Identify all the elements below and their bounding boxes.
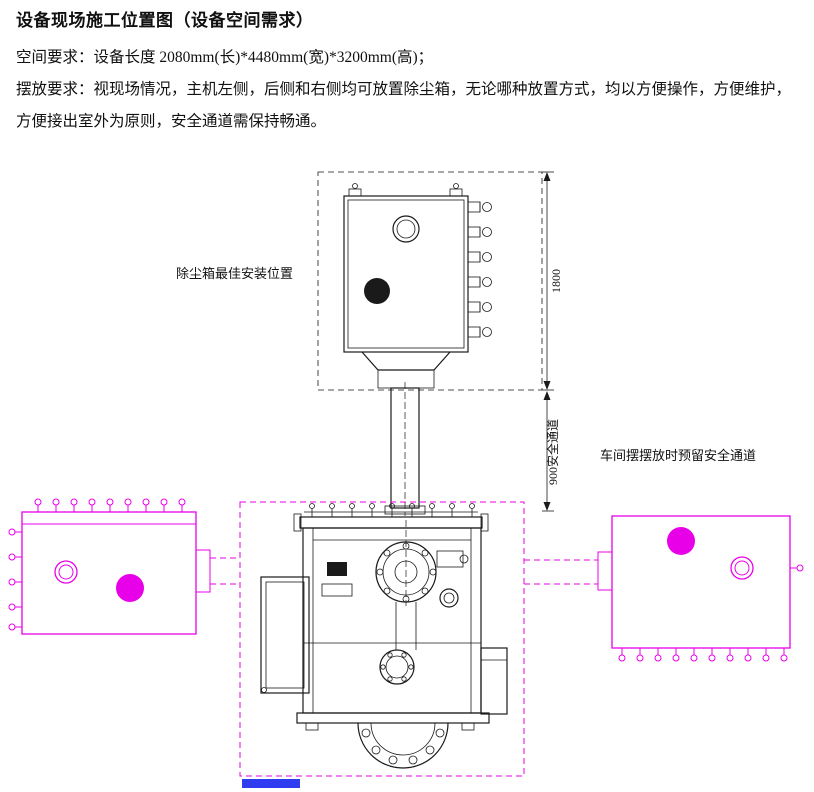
main-machine [260,503,508,769]
base-arc-bolts [361,728,445,765]
workshop-safety-passage-label: 车间摆摆放时预留安全通道 [600,448,756,463]
flange-fittings-right [467,201,492,338]
left-alt-top-bolts [34,498,186,512]
dimension-1800-label: 1800 [549,269,563,293]
safety-passage-900-label: 900安全通道 [545,419,560,485]
rail-bolts [309,503,475,517]
spec-space-requirement: 空间要求：设备长度 2080mm(长)*4480mm(宽)*3200mm(高)； [16,49,434,66]
dimension-1800: 1800 [542,171,563,391]
clearance-boundary-main [239,501,525,777]
spec-placement-requirement: 摆放要求：视现场情况，主机左侧，后侧和右侧均可放置除尘箱，无论哪种放置方式，均以… [16,81,792,130]
lower-flange [379,649,415,685]
spec-paragraph: 空间要求：设备长度 2080mm(长)*4480mm(宽)*3200mm(高)；… [16,42,802,138]
clearance-boundary-top [317,171,543,391]
dust-collector-right-alt [524,515,804,662]
left-alt-side-bolts [8,528,22,631]
dust-collector-best-position [343,183,492,516]
diagram-labels: 除尘箱最佳安装位置 车间摆摆放时预留安全通道 [176,266,756,463]
page-title: 设备现场施工位置图（设备空间需求） [16,11,314,30]
best-install-position-label: 除尘箱最佳安装位置 [176,266,293,281]
right-alt-bottom-bolts [618,648,788,662]
highlight-bar [242,779,300,788]
dimension-900-passage: 900安全通道 [542,391,560,512]
side-cabinet [260,576,310,694]
dust-collector-left-alt [8,498,240,635]
